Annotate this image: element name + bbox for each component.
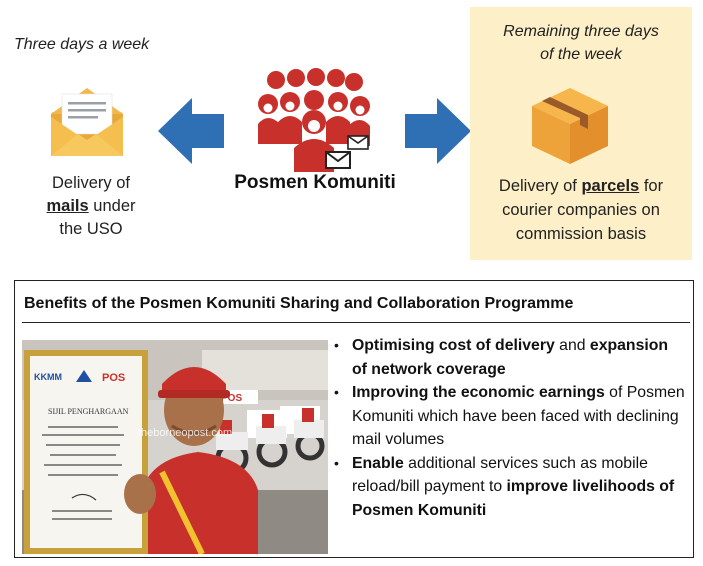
photo-watermark: theborneopost.com [138,427,232,439]
benefit-item: Optimising cost of delivery and expansio… [334,334,687,381]
right-arrow-icon [405,98,471,164]
benefit-list: Optimising cost of delivery and expansio… [334,334,687,523]
benefit-1-text-a: and [554,337,590,354]
benefits-title: Benefits of the Posmen Komuniti Sharing … [24,295,574,312]
benefit-1-bold-a: Optimising cost of delivery [352,337,555,354]
certificate-title: SIJIL PENGHARGAAN [48,407,129,416]
left-desc-bold: mails [46,197,89,215]
benefit-3-bold-a: Enable [352,454,404,472]
center-title: Posmen Komuniti [234,172,396,193]
left-description: Delivery of mails under the USO [28,172,154,241]
benefit-2-bold-a: Improving the economic earnings [352,384,605,401]
certificate-logo-pos: POS [102,372,125,384]
left-arrow-icon [158,98,224,164]
right-caption-line1: Remaining three days [503,23,659,40]
benefit-item: Improving the economic earnings of Posme… [334,381,687,452]
right-desc-suffix: for [639,177,664,195]
benefit-item: Enable additional services such as mobil… [334,452,687,523]
benefit-3-text-a: additional services such as mobile reloa… [352,454,648,496]
right-description: Delivery of parcels for courier companie… [472,174,690,246]
van-logo: POS [221,393,242,404]
right-desc-line2: courier companies on [502,201,660,219]
parcel-box-icon [532,88,608,164]
right-caption: Remaining three days of the week [470,20,692,66]
left-desc-line3: the USO [59,220,123,238]
right-desc-bold: parcels [581,177,640,195]
right-desc-line3: commission basis [515,225,647,243]
benefit-3-bold-b: improve livelihoods of Posmen Komuniti [352,478,675,519]
benefits-box [14,280,694,558]
envelope-letter-icon [51,88,123,156]
certificate-logo-kkmm: KKMM [34,372,62,382]
postmen-group-icon [258,68,370,172]
left-desc-line2: under [88,197,136,215]
left-desc-line1: Delivery of [52,174,130,192]
benefits-divider [22,322,690,323]
benefit-2-text-a: of Posmen Komuniti which have been faced… [352,384,685,448]
benefit-1-bold-b: expansion of network coverage [352,337,669,378]
right-caption-line2: of the week [540,46,622,63]
postman-certificate-photo: POS KKMM POS SIJIL PENGHARGAAN theborneo… [22,340,328,554]
left-caption: Three days a week [14,36,150,53]
right-desc-prefix: Delivery of [498,177,582,195]
